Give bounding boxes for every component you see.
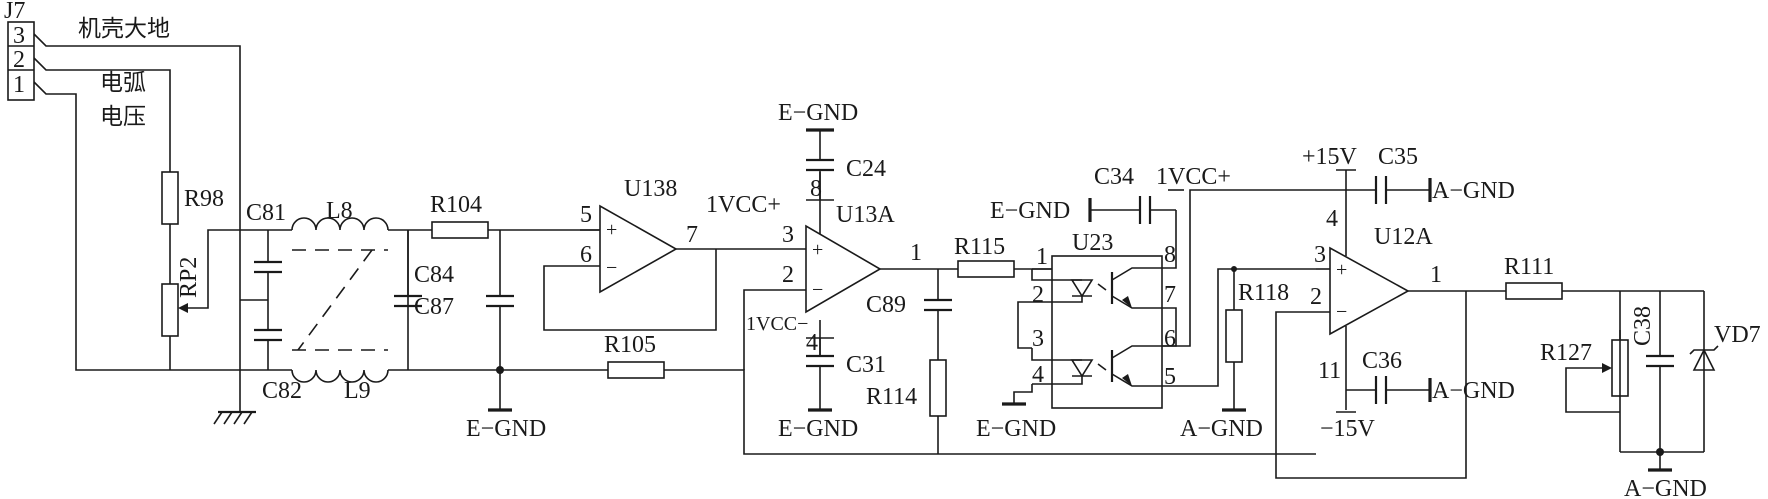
vcc1-label-u13a: 1VCC+	[706, 192, 781, 218]
l8-label: L8	[326, 198, 353, 224]
j7-pin-2: 2	[13, 47, 25, 73]
u12a-pin11: 11	[1318, 358, 1341, 384]
u12a-pin4: 4	[1326, 206, 1338, 232]
u23-pin7: 7	[1164, 282, 1176, 308]
c34-capacitor	[1088, 189, 1184, 224]
vd7-label: VD7	[1714, 322, 1761, 348]
u12a-minus: −	[1336, 301, 1347, 323]
arc-voltage-note-2: 电压	[100, 104, 146, 130]
connector-j7: J7 3 2 1	[4, 0, 35, 101]
r118-resistor	[1222, 266, 1246, 412]
u138-pin5: 5	[580, 202, 592, 228]
c31-capacitor	[806, 337, 834, 412]
r105-label: R105	[604, 332, 656, 358]
rp2-potentiometer	[161, 229, 214, 370]
u23-pin4: 4	[1032, 362, 1044, 388]
agnd-label-1: A−GND	[1180, 416, 1263, 442]
u12a-plus: +	[1336, 259, 1347, 281]
r111-label: R111	[1504, 254, 1554, 280]
u138-opamp: + −	[543, 204, 738, 331]
rp2-label: RP2	[176, 257, 202, 298]
r98-label: R98	[184, 186, 224, 212]
u23-label: U23	[1072, 230, 1113, 256]
u12a-opamp: + −	[1275, 190, 1506, 479]
u138-minus: −	[606, 257, 617, 279]
u12a-pin1: 1	[1430, 262, 1442, 288]
c24-capacitor	[806, 128, 834, 201]
u13a-pin8: 8	[810, 176, 822, 202]
u12a-label: U12A	[1374, 224, 1433, 250]
c35-label: C35	[1378, 144, 1418, 170]
p15v-label: +15V	[1302, 144, 1358, 170]
u23-pin6: 6	[1164, 326, 1176, 352]
u12a-pin2: 2	[1310, 284, 1322, 310]
j7-wires	[33, 33, 241, 412]
u138-plus: +	[606, 219, 617, 241]
c34-label: C34	[1094, 164, 1134, 190]
c82-label: C82	[262, 378, 302, 404]
u23-optocoupler	[1002, 255, 1163, 409]
u138-pin6: 6	[580, 242, 592, 268]
r104-resistor	[431, 221, 600, 239]
c84-label: C84	[414, 262, 454, 288]
u13a-plus: +	[812, 239, 823, 261]
u13a-opamp: + −	[738, 172, 958, 370]
u138-label: U138	[624, 176, 677, 202]
chassis-ground-symbol	[213, 410, 256, 425]
chassis-ground-note: 机壳大地	[78, 16, 170, 42]
c87-capacitor	[486, 230, 514, 412]
u13a-pin4: 4	[806, 330, 818, 356]
u13a-pin2: 2	[782, 262, 794, 288]
r98-resistor	[161, 171, 179, 284]
vcc1-label-u23: 1VCC+	[1156, 164, 1231, 190]
n15v-label: −15V	[1320, 416, 1376, 442]
u23-pin8: 8	[1164, 242, 1176, 268]
agnd-label-2: A−GND	[1432, 178, 1515, 204]
egnd-label-1: E−GND	[466, 416, 546, 442]
u23-pin1: 1	[1036, 244, 1048, 270]
egnd-label-4: E−GND	[976, 416, 1056, 442]
u13a-pin1: 1	[910, 240, 922, 266]
u23-pin5: 5	[1164, 364, 1176, 390]
u138-pin7: 7	[686, 222, 698, 248]
r127-label: R127	[1540, 340, 1592, 366]
u13a-minus: −	[812, 279, 823, 301]
u23-pin3: 3	[1032, 326, 1044, 352]
c87-label: C87	[414, 294, 454, 320]
l9-label: L9	[344, 378, 371, 404]
c81-label: C81	[246, 200, 286, 226]
egnd-label-3: E−GND	[778, 416, 858, 442]
c24-label: C24	[846, 156, 886, 182]
c38-label: C38	[1630, 306, 1656, 346]
c35-capacitor	[1336, 169, 1432, 204]
j7-pin-3: 3	[13, 23, 25, 49]
r111-resistor	[1505, 282, 1704, 300]
r115-label: R115	[954, 234, 1005, 260]
r118-label: R118	[1238, 280, 1289, 306]
u13a-pin3: 3	[782, 222, 794, 248]
agnd-label-3: A−GND	[1432, 378, 1515, 404]
output-network	[1565, 291, 1719, 472]
r114-label: R114	[866, 384, 917, 410]
u12a-pin3: 3	[1314, 242, 1326, 268]
j7-pin-1: 1	[13, 72, 25, 98]
r105-resistor	[607, 361, 1316, 455]
c36-label: C36	[1362, 348, 1402, 374]
c31-label: C31	[846, 352, 886, 378]
j7-label: J7	[4, 0, 25, 24]
emi-filter	[214, 217, 389, 383]
arc-voltage-note-1: 电弧	[100, 70, 146, 96]
agnd-label-4: A−GND	[1624, 476, 1707, 499]
egnd-label-2: E−GND	[778, 100, 858, 126]
egnd-label-5: E−GND	[990, 198, 1070, 224]
u13a-label: U13A	[836, 202, 895, 228]
u23-output-wiring	[1162, 189, 1346, 387]
vcc1-neg-label: 1VCC−	[746, 313, 808, 335]
c89-label: C89	[866, 292, 906, 318]
c36-capacitor	[1336, 376, 1432, 413]
u23-pin2: 2	[1032, 282, 1044, 308]
c89-r114-branch	[924, 269, 952, 454]
r104-label: R104	[430, 192, 482, 218]
